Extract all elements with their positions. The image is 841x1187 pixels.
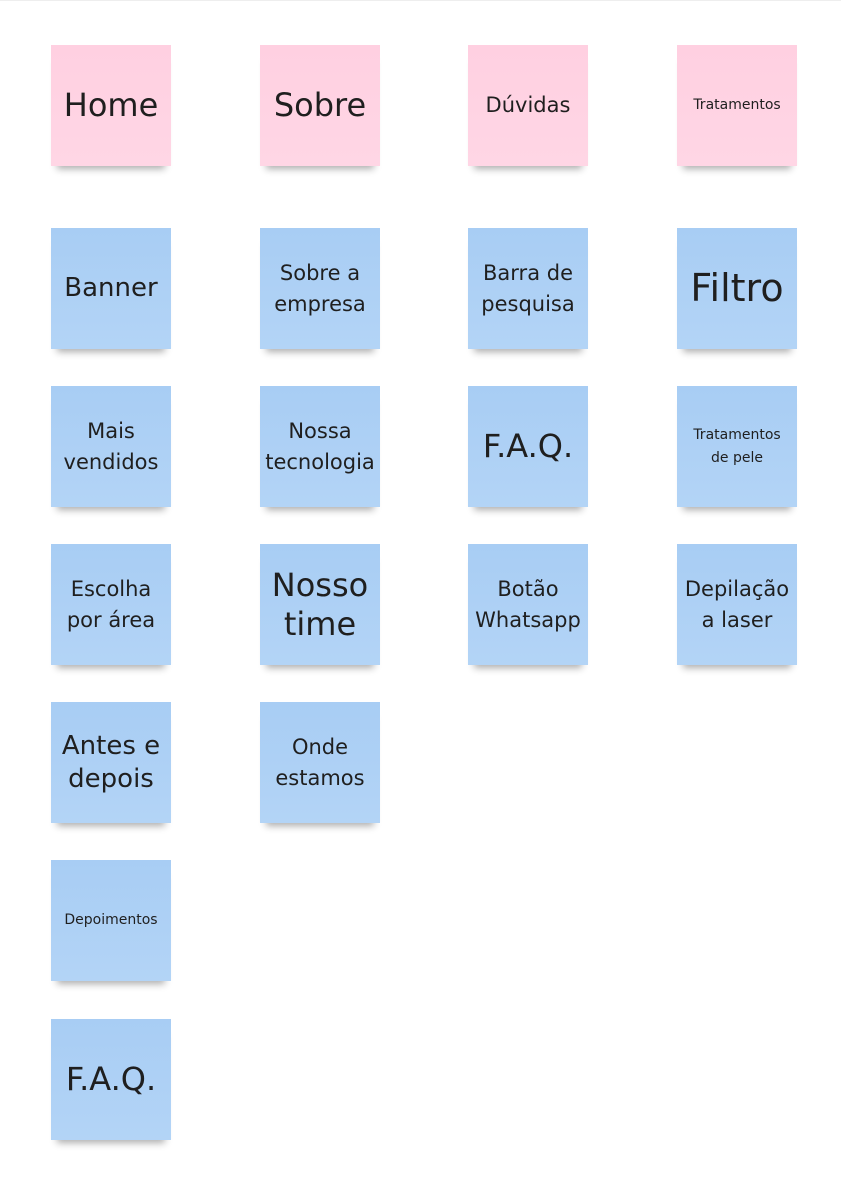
sticky-note-depilacao-a-laser[interactable]: Depilação a laser bbox=[677, 544, 797, 665]
sticky-note-text: Filtro bbox=[690, 265, 784, 310]
sticky-note-text: Sobre bbox=[273, 86, 367, 125]
sticky-note-barra-de-pesquisa[interactable]: Barra de pesquisa bbox=[468, 228, 588, 349]
sticky-note-banner[interactable]: Banner bbox=[51, 228, 171, 349]
sticky-note-onde-estamos[interactable]: Onde estamos bbox=[260, 702, 380, 823]
sticky-note-text: Home bbox=[63, 86, 159, 125]
sticky-note-faq-duvidas[interactable]: F.A.Q. bbox=[468, 386, 588, 507]
sticky-note-text: Onde estamos bbox=[275, 735, 365, 790]
sticky-note-text: Dúvidas bbox=[485, 93, 571, 118]
sticky-note-text: Mais vendidos bbox=[63, 419, 159, 474]
sticky-note-text: Depilação a laser bbox=[684, 577, 790, 632]
sticky-note-text: Nosso time bbox=[271, 566, 369, 643]
sticky-note-mais-vendidos[interactable]: Mais vendidos bbox=[51, 386, 171, 507]
sticky-note-text: Tratamentos bbox=[693, 97, 781, 114]
sticky-note-header-duvidas[interactable]: Dúvidas bbox=[468, 45, 588, 166]
sticky-note-botao-whatsapp[interactable]: Botão Whatsapp bbox=[468, 544, 588, 665]
sticky-note-text: Escolha por área bbox=[66, 577, 156, 632]
sticky-note-antes-e-depois[interactable]: Antes e depois bbox=[51, 702, 171, 823]
sticky-note-tratamentos-de-pele[interactable]: Tratamentos de pele bbox=[677, 386, 797, 507]
sticky-note-text: F.A.Q. bbox=[65, 1060, 157, 1099]
sticky-note-header-sobre[interactable]: Sobre bbox=[260, 45, 380, 166]
sticky-note-text: F.A.Q. bbox=[482, 427, 574, 466]
sticky-note-text: Nossa tecnologia bbox=[265, 419, 375, 474]
sticky-note-nossa-tecnologia[interactable]: Nossa tecnologia bbox=[260, 386, 380, 507]
sticky-note-header-tratamentos[interactable]: Tratamentos bbox=[677, 45, 797, 166]
sticky-note-text: Sobre a empresa bbox=[274, 261, 366, 316]
sticky-note-filtro[interactable]: Filtro bbox=[677, 228, 797, 349]
sticky-note-faq-home[interactable]: F.A.Q. bbox=[51, 1019, 171, 1140]
sticky-note-depoimentos[interactable]: Depoimentos bbox=[51, 860, 171, 981]
sticky-note-text: Botão Whatsapp bbox=[475, 577, 581, 632]
sticky-note-text: Depoimentos bbox=[64, 912, 158, 929]
sticky-note-text: Banner bbox=[64, 273, 158, 304]
sticky-note-sobre-a-empresa[interactable]: Sobre a empresa bbox=[260, 228, 380, 349]
sticky-note-text: Tratamentos de pele bbox=[693, 427, 781, 466]
sticky-note-header-home[interactable]: Home bbox=[51, 45, 171, 166]
sticky-note-text: Antes e depois bbox=[61, 731, 161, 794]
sticky-note-escolha-por-area[interactable]: Escolha por área bbox=[51, 544, 171, 665]
sticky-note-nosso-time[interactable]: Nosso time bbox=[260, 544, 380, 665]
sticky-note-text: Barra de pesquisa bbox=[481, 261, 575, 316]
